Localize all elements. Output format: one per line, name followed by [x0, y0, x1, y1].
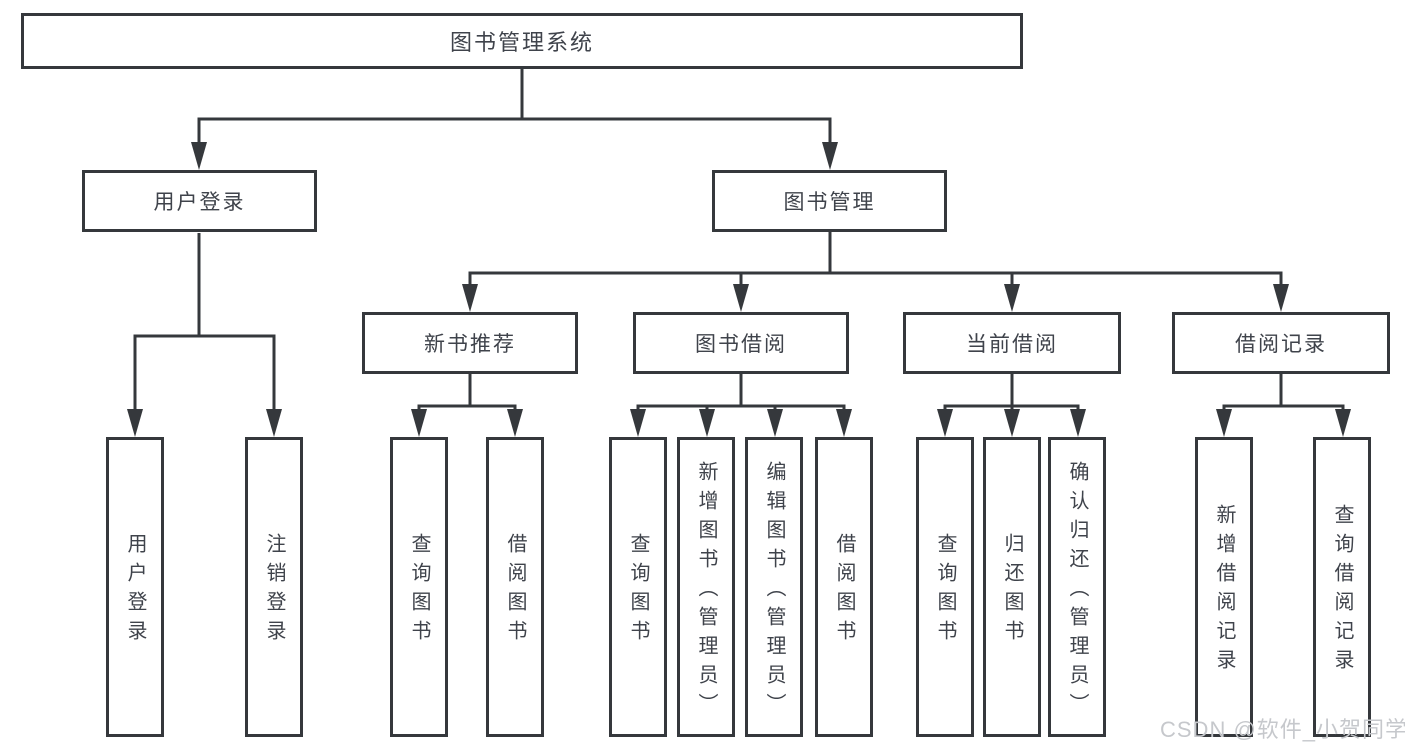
leaf-borrow-books-newbook: 借阅图书	[486, 437, 544, 737]
node-user-login: 用户登录	[82, 170, 317, 232]
leaf-user-login: 用户登录	[106, 437, 164, 737]
connector-borrowrecord-to-leaves	[1222, 374, 1345, 412]
connector-currentborrow-to-leaves	[943, 374, 1080, 412]
leaf-confirm-return-admin: 确认归还（管理员）	[1048, 437, 1106, 737]
arrowheads	[127, 142, 1351, 437]
node-library-management-system: 图书管理系统	[21, 13, 1023, 69]
leaf-return-book: 归还图书	[983, 437, 1041, 737]
node-book-borrow: 图书借阅	[633, 312, 849, 374]
node-label: 新增借阅记录	[1213, 504, 1235, 678]
node-label: 图书借阅	[695, 333, 787, 356]
node-book-management: 图书管理	[712, 170, 947, 232]
node-label: 查询图书	[408, 533, 430, 649]
leaf-add-borrow-record: 新增借阅记录	[1195, 437, 1253, 737]
leaf-edit-book-admin: 编辑图书（管理员）	[745, 437, 803, 737]
leaf-query-books-current: 查询图书	[916, 437, 974, 737]
node-label: 编辑图书（管理员）	[763, 460, 785, 722]
connector-userlogin-to-leaves	[133, 233, 276, 412]
node-current-borrow: 当前借阅	[903, 312, 1121, 374]
connector-bookborrow-to-leaves	[636, 374, 846, 412]
node-label: 确认归还（管理员）	[1066, 460, 1088, 722]
node-label: 图书管理系统	[449, 30, 594, 55]
node-label: 借阅图书	[833, 533, 855, 649]
leaf-query-books-borrow: 查询图书	[609, 437, 667, 737]
node-label: 用户登录	[124, 533, 146, 649]
connector-newbook-to-leaves	[417, 374, 517, 412]
leaf-add-book-admin: 新增图书（管理员）	[677, 437, 735, 737]
leaf-query-books-newbook: 查询图书	[390, 437, 448, 737]
node-label: 图书管理	[783, 191, 876, 214]
node-label: 归还图书	[1001, 533, 1023, 649]
node-label: 注销登录	[263, 533, 285, 649]
leaf-borrow-books-borrow: 借阅图书	[815, 437, 873, 737]
csdn-watermark: CSDN @软件_小贺同学	[1160, 717, 1405, 742]
connector-root-to-level2	[197, 69, 832, 146]
node-borrow-records: 借阅记录	[1172, 312, 1390, 374]
node-new-book-recommend: 新书推荐	[362, 312, 578, 374]
node-label: 查询图书	[627, 533, 649, 649]
node-label: 当前借阅	[966, 333, 1058, 356]
node-label: 借阅记录	[1235, 333, 1327, 356]
node-label: 借阅图书	[504, 533, 526, 649]
leaf-query-borrow-record: 查询借阅记录	[1313, 437, 1371, 737]
connector-bookmgmt-to-level3	[468, 232, 1283, 288]
node-label: 新书推荐	[424, 333, 516, 356]
leaf-logout: 注销登录	[245, 437, 303, 737]
node-label: 查询借阅记录	[1331, 504, 1353, 678]
node-label: 新增图书（管理员）	[695, 460, 717, 722]
node-label: 用户登录	[153, 191, 246, 214]
node-label: 查询图书	[934, 533, 956, 649]
